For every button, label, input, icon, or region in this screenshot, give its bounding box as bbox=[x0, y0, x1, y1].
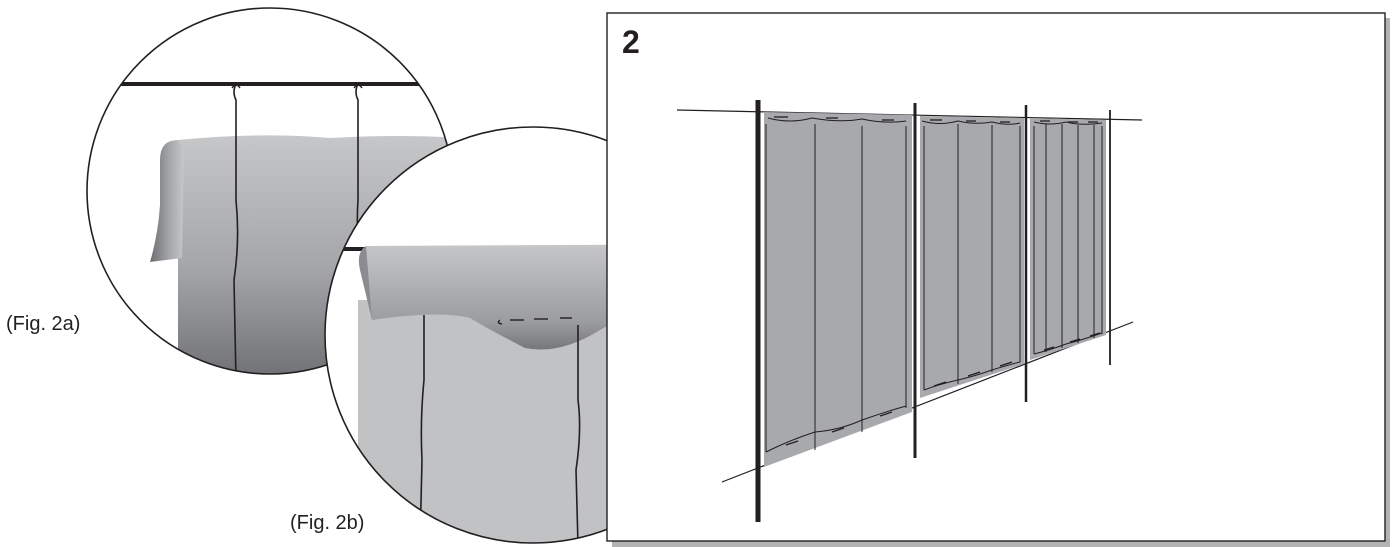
figure-2b-label: (Fig. 2b) bbox=[290, 512, 365, 534]
tie-string bbox=[233, 83, 239, 374]
figure-2a-label: (Fig. 2a) bbox=[6, 313, 81, 335]
tie-knot bbox=[231, 84, 363, 89]
tie-string bbox=[419, 315, 425, 543]
curtain-section bbox=[1030, 118, 1106, 360]
step-number: 2 bbox=[622, 24, 640, 60]
fabric-fold bbox=[150, 140, 184, 262]
curtain-section bbox=[920, 116, 1024, 398]
step-panel bbox=[606, 12, 1390, 547]
tie-string bbox=[575, 325, 581, 543]
curtain-section bbox=[764, 112, 912, 467]
